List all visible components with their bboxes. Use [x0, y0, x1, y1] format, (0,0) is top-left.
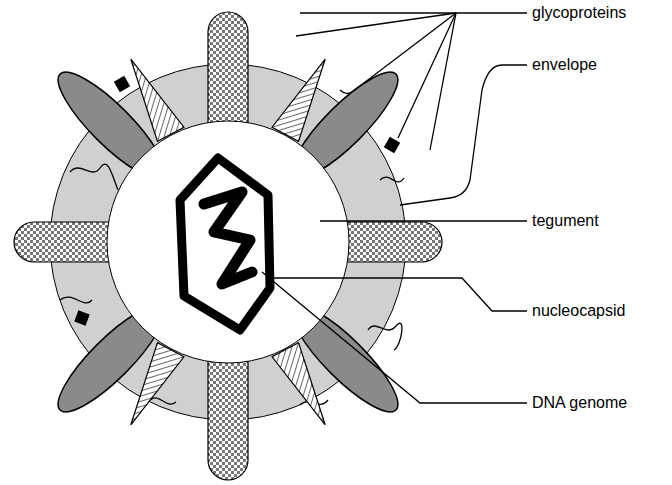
glycoprotein-spike	[14, 12, 442, 480]
part-label: glycoproteins	[532, 3, 626, 23]
part-label: nucleocapsid	[532, 301, 625, 321]
tegument-shape	[107, 121, 349, 363]
leader-line	[262, 13, 527, 403]
part-label: DNA genome	[532, 393, 627, 413]
dna-genome-shape	[204, 192, 252, 284]
part-label: envelope	[532, 55, 597, 75]
part-label: tegument	[532, 211, 599, 231]
nucleocapsid-shape	[180, 158, 270, 330]
